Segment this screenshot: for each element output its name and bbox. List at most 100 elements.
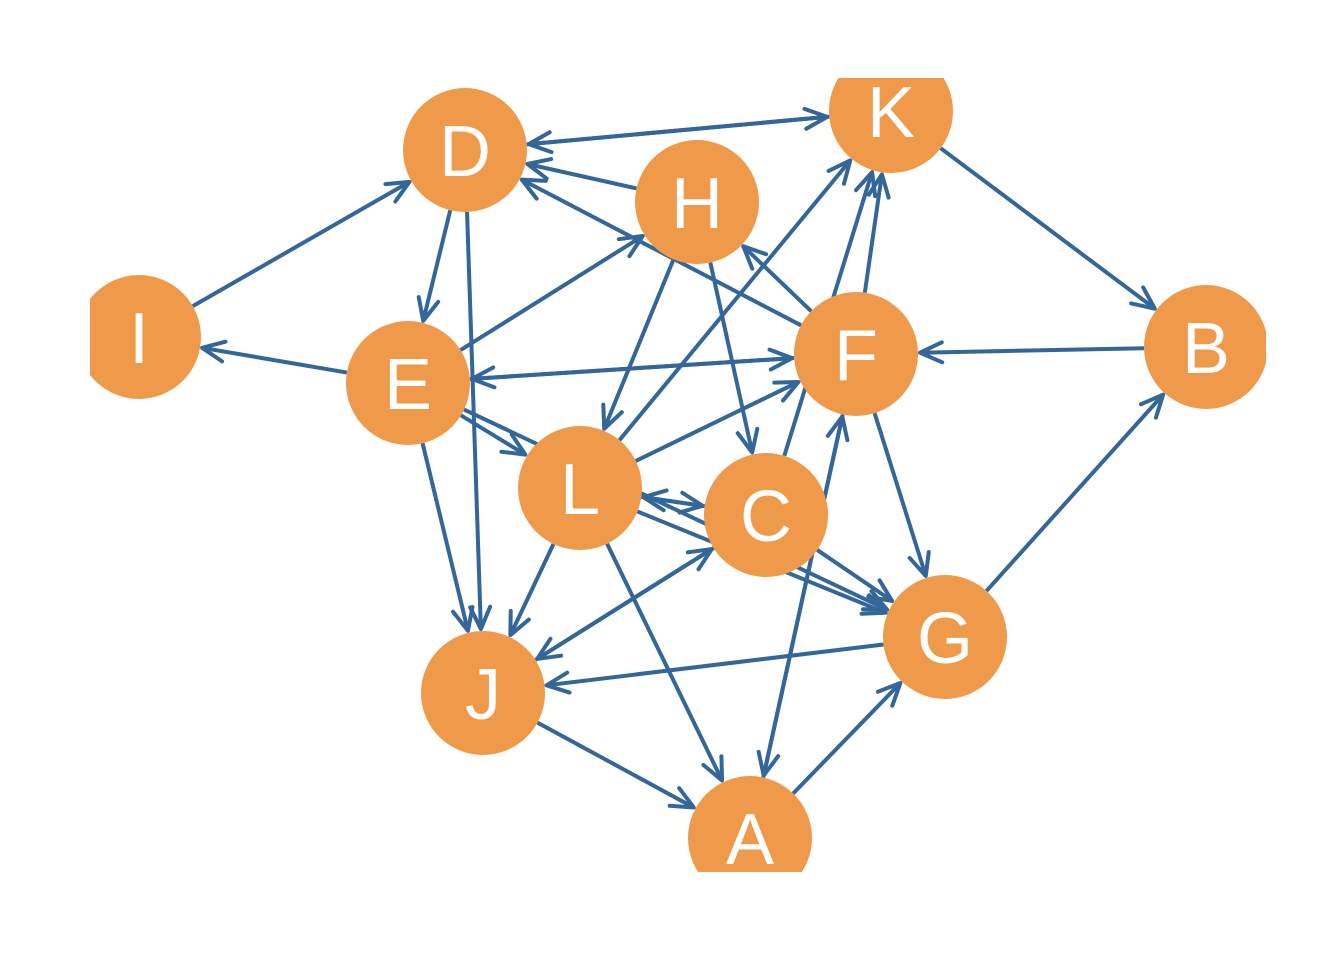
edge-line xyxy=(191,180,411,308)
edge-line xyxy=(862,174,884,293)
edge-K-to-B xyxy=(939,146,1157,311)
edge-I-to-D xyxy=(191,179,412,308)
edge-line xyxy=(634,380,800,463)
arrowhead-icon xyxy=(735,426,760,455)
edge-E-to-L xyxy=(459,413,528,457)
edge-D-to-J xyxy=(465,211,493,632)
arrowhead-icon xyxy=(907,549,931,578)
arrowhead-icon xyxy=(866,578,895,603)
edge-E-to-I xyxy=(200,339,348,375)
edge-H-to-C xyxy=(708,262,760,455)
edge-line xyxy=(508,543,556,637)
node-label: F xyxy=(834,316,878,396)
edge-line xyxy=(872,412,928,577)
edge-line xyxy=(919,346,1145,355)
arrowhead-icon xyxy=(616,233,645,259)
edge-line xyxy=(459,413,527,457)
node-circle xyxy=(688,776,812,872)
edge-L-to-J xyxy=(508,543,556,638)
arrowhead-icon xyxy=(641,488,669,513)
edge-A-to-G xyxy=(791,680,903,795)
edge-line xyxy=(741,244,813,313)
arrowhead-icon xyxy=(667,786,696,810)
arrowhead-icon xyxy=(917,340,945,365)
arrowhead-icon xyxy=(383,179,412,204)
node-circle xyxy=(90,275,201,399)
edge-J-to-C xyxy=(534,547,714,662)
arrowhead-icon xyxy=(1139,392,1166,420)
arrowhead-icon xyxy=(859,593,888,616)
arrowhead-icon xyxy=(866,172,891,200)
edge-A-to-F xyxy=(761,414,850,778)
edge-E-to-H xyxy=(459,233,645,352)
node-label: L xyxy=(560,450,600,530)
edge-line xyxy=(602,258,676,430)
edge-G-to-B xyxy=(984,392,1166,593)
nodes-layer: A B C D E F G H I J K L xyxy=(90,73,1266,880)
arrowhead-icon xyxy=(772,379,801,403)
node-A: A xyxy=(688,776,812,880)
arrowhead-icon xyxy=(519,177,548,201)
node-label: D xyxy=(439,112,491,192)
edge-line xyxy=(791,681,902,795)
node-circle xyxy=(883,575,1007,699)
node-E: E xyxy=(346,321,470,445)
arrowhead-icon xyxy=(416,295,441,323)
arrowhead-icon xyxy=(525,157,554,181)
edge-J-to-A xyxy=(536,720,696,810)
node-D: D xyxy=(403,88,527,212)
edge-line xyxy=(708,262,755,453)
edge-line xyxy=(984,393,1165,593)
edge-line xyxy=(605,542,724,782)
arrowhead-icon xyxy=(451,605,475,633)
arrowhead-icon xyxy=(468,604,493,632)
edge-D-to-E xyxy=(416,209,453,323)
node-circle xyxy=(403,88,527,212)
edge-line xyxy=(939,146,1156,311)
edge-G-to-J xyxy=(544,642,884,695)
edge-line xyxy=(546,642,884,688)
node-B: B xyxy=(1144,285,1266,409)
node-F: F xyxy=(794,292,918,416)
edge-line xyxy=(420,442,470,632)
node-label: A xyxy=(726,800,774,880)
arrowhead-icon xyxy=(701,754,725,783)
edge-line xyxy=(201,345,348,375)
edge-L-to-A xyxy=(605,542,725,783)
edge-C-to-L xyxy=(641,488,705,513)
edge-H-to-L xyxy=(601,258,676,431)
node-label: H xyxy=(671,164,723,244)
edge-F-to-G xyxy=(872,412,931,578)
edge-line xyxy=(816,548,894,603)
arrowhead-icon xyxy=(826,158,853,186)
node-label: B xyxy=(1182,309,1230,389)
edge-F-to-K xyxy=(862,172,891,293)
arrowhead-icon xyxy=(601,402,624,431)
node-label: K xyxy=(867,73,915,153)
node-label: G xyxy=(917,599,973,679)
arrowhead-icon xyxy=(508,608,531,638)
node-label: I xyxy=(129,299,149,379)
node-G: G xyxy=(883,575,1007,699)
edge-E-to-J xyxy=(420,442,475,633)
node-J: J xyxy=(421,631,545,755)
arrowhead-icon xyxy=(767,347,795,372)
node-circle xyxy=(635,140,759,264)
node-I: I xyxy=(90,275,201,399)
node-circle xyxy=(518,426,642,550)
node-circle xyxy=(1144,285,1266,409)
node-circle xyxy=(704,453,828,577)
arrowhead-icon xyxy=(1129,285,1157,311)
edge-line xyxy=(761,416,845,778)
edge-L-to-F xyxy=(634,379,801,463)
edge-line xyxy=(534,547,713,662)
edge-line xyxy=(617,159,852,442)
node-circle xyxy=(794,292,918,416)
node-label: C xyxy=(740,477,792,557)
edge-D-to-K xyxy=(526,106,830,147)
edge-line xyxy=(536,720,695,810)
edge-line xyxy=(527,162,637,191)
arrowhead-icon xyxy=(741,244,769,271)
arrowhead-icon xyxy=(499,432,528,457)
